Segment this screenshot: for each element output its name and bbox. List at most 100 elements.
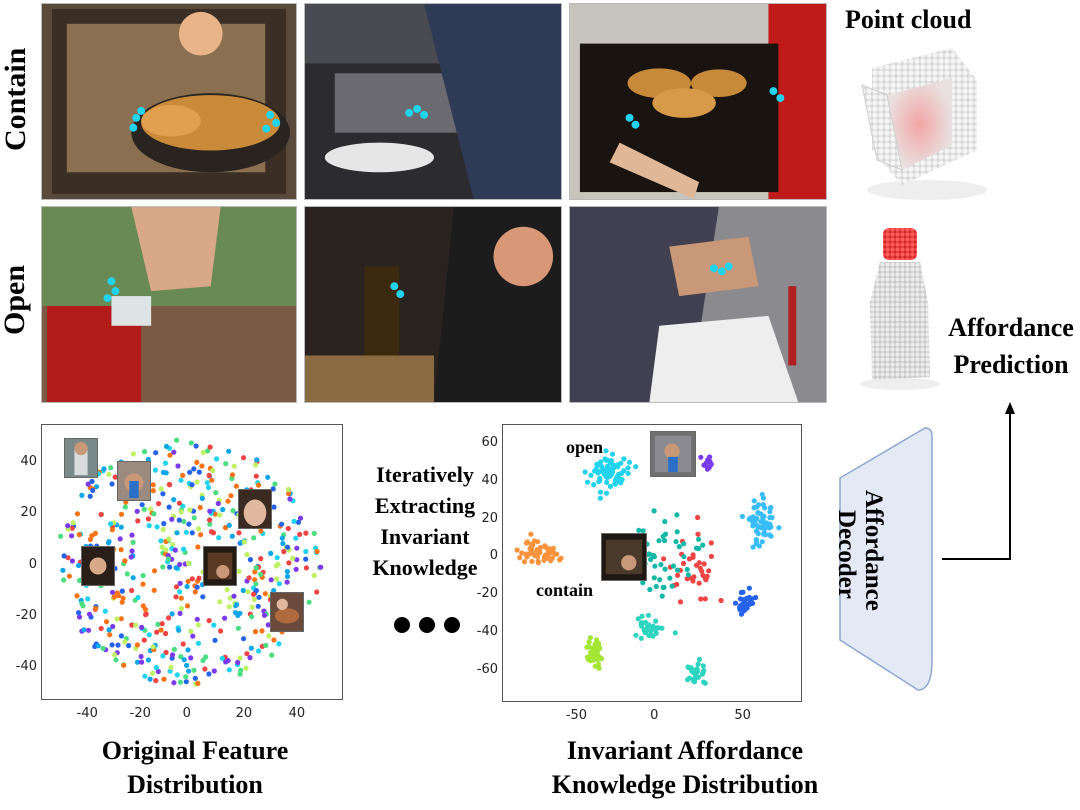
scatter-point bbox=[693, 673, 699, 679]
x-tick-label: 0 bbox=[182, 706, 191, 721]
scatter-point bbox=[756, 543, 762, 549]
scatter-point bbox=[552, 551, 558, 557]
scatter-point bbox=[249, 604, 255, 610]
scatter-point bbox=[236, 530, 242, 536]
scatter-point bbox=[695, 514, 701, 521]
scatter-point bbox=[145, 456, 151, 462]
scatter-point bbox=[740, 601, 746, 607]
scatter-point bbox=[89, 478, 95, 484]
scatter-point bbox=[112, 474, 118, 480]
scatter-point bbox=[228, 493, 234, 499]
scatter-point bbox=[541, 557, 547, 563]
scatter-point bbox=[614, 462, 621, 468]
scatter-point bbox=[163, 630, 169, 637]
scatter-point bbox=[185, 647, 191, 653]
scatter-point bbox=[611, 465, 617, 471]
affordance-prediction-line2: Prediction bbox=[953, 350, 1069, 379]
scatter-point bbox=[605, 464, 611, 470]
scatter-point bbox=[244, 651, 250, 657]
scatter-point bbox=[528, 531, 534, 537]
scatter-point bbox=[255, 648, 262, 654]
scatter-point bbox=[528, 541, 534, 547]
scatter-point bbox=[241, 636, 247, 642]
scatter-point bbox=[545, 546, 551, 552]
scatter-point bbox=[262, 591, 268, 597]
scatter-point bbox=[297, 531, 303, 537]
scatter-point bbox=[311, 572, 317, 579]
decoder-and-arrows bbox=[839, 402, 1015, 691]
scatter-point bbox=[184, 662, 190, 668]
scatter-point bbox=[676, 544, 682, 550]
scatter-point bbox=[162, 460, 169, 466]
scatter-point bbox=[183, 679, 189, 685]
scatter-point bbox=[752, 517, 758, 523]
scatter-point bbox=[640, 580, 646, 586]
scatter-point bbox=[152, 467, 158, 473]
thumb-right-contain bbox=[601, 533, 647, 581]
scatter-point bbox=[586, 639, 592, 645]
scatter-point bbox=[686, 556, 693, 562]
scatter-point bbox=[247, 655, 253, 661]
scatter-point bbox=[755, 510, 761, 516]
scatter-point bbox=[521, 559, 528, 565]
scatter-point bbox=[177, 610, 183, 616]
y-tick-label: -20 bbox=[476, 586, 498, 602]
scatter-point bbox=[154, 629, 160, 635]
scatter-point bbox=[66, 573, 72, 579]
scatter-point bbox=[106, 471, 112, 477]
scatter-point bbox=[194, 459, 200, 465]
scatter-point bbox=[222, 525, 229, 531]
scatter-point bbox=[119, 588, 125, 594]
scatter-point bbox=[183, 529, 189, 535]
scatter-point bbox=[598, 656, 605, 662]
scatter-point bbox=[180, 641, 186, 647]
scatter-point bbox=[215, 500, 221, 507]
x-tick-label: -20 bbox=[129, 706, 151, 721]
scatter-point bbox=[226, 448, 232, 454]
middle-line-1: Iteratively bbox=[376, 462, 474, 487]
scatter-point bbox=[252, 577, 258, 583]
scatter-point bbox=[231, 463, 237, 469]
scatter-point bbox=[318, 564, 324, 570]
scatter-point bbox=[306, 599, 312, 605]
scatter-point bbox=[244, 551, 250, 558]
scatter-point bbox=[155, 668, 161, 675]
scatter-point bbox=[251, 596, 257, 603]
scatter-point bbox=[236, 568, 242, 574]
scatter-point bbox=[199, 463, 205, 469]
scatter-point bbox=[161, 521, 167, 527]
scatter-point bbox=[176, 627, 182, 633]
scatter-point bbox=[115, 642, 121, 648]
scatter-point bbox=[192, 675, 198, 681]
scatter-point bbox=[266, 633, 272, 639]
y-tick-label: -40 bbox=[476, 624, 498, 640]
scatter-point bbox=[184, 583, 190, 590]
scatter-point bbox=[255, 482, 262, 488]
scatter-point bbox=[245, 589, 251, 595]
scatter-point bbox=[265, 474, 271, 480]
scatter-point bbox=[229, 533, 235, 539]
scatter-point bbox=[195, 544, 201, 550]
scatter-point bbox=[612, 477, 619, 483]
scatter-point bbox=[211, 622, 217, 628]
scatter-point bbox=[223, 461, 229, 467]
scatter-point bbox=[192, 589, 198, 595]
scatter-point bbox=[235, 659, 241, 665]
scatter-point bbox=[206, 472, 212, 478]
scatter-point bbox=[158, 486, 164, 492]
scatter-point bbox=[205, 484, 212, 491]
scatter-point bbox=[674, 512, 680, 518]
scatter-point bbox=[254, 457, 260, 463]
scatter-point bbox=[276, 581, 282, 587]
scatter-point bbox=[607, 473, 613, 479]
scatter-point bbox=[169, 516, 175, 522]
scatter-point bbox=[61, 553, 67, 559]
scatter-point bbox=[174, 437, 180, 443]
scatter-point bbox=[163, 470, 169, 476]
point-cloud-label: Point cloud bbox=[845, 5, 972, 34]
annotation-contain: contain bbox=[536, 580, 594, 600]
scatter-point bbox=[607, 483, 613, 489]
scatter-point bbox=[134, 642, 140, 648]
scatter-point bbox=[737, 596, 744, 602]
scatter-point bbox=[77, 577, 83, 584]
